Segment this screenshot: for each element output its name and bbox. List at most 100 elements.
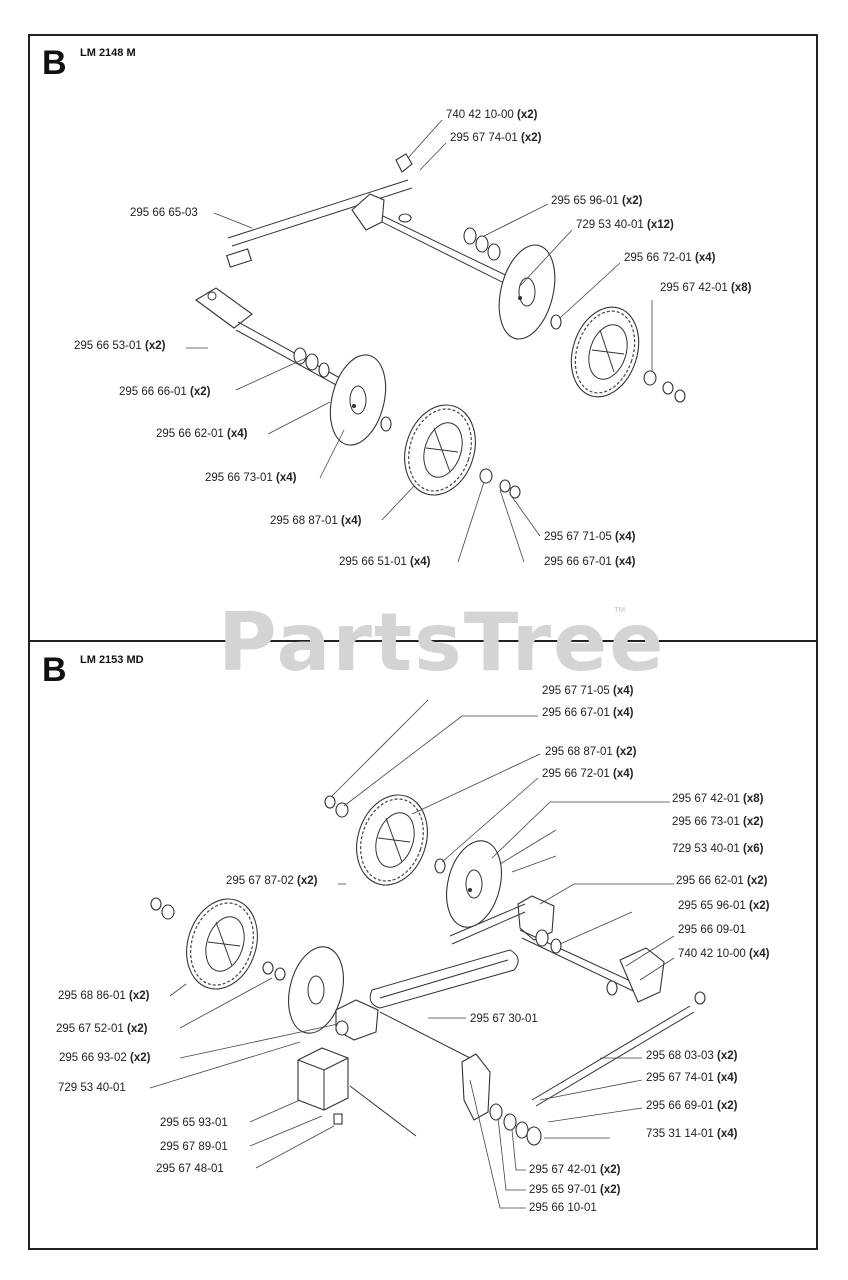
leader-line	[539, 1079, 643, 1101]
part-label: 295 66 72-01 (x4)	[624, 252, 716, 264]
lower-wheel-drawing	[186, 898, 258, 990]
leader-line	[249, 1099, 301, 1123]
drive-belt-drawing	[369, 949, 519, 1009]
rear-bushings-drawing	[463, 227, 501, 261]
front-axle-rod-drawing	[349, 1005, 695, 1137]
leader-line	[249, 1115, 323, 1147]
part-label: 295 66 51-01 (x4)	[339, 556, 431, 568]
leader-line	[509, 493, 541, 537]
upper-hubcap-drawing	[446, 840, 502, 928]
part-label: 295 68 87-01 (x2)	[545, 746, 637, 758]
diagram-frame	[28, 34, 818, 1250]
part-label: 295 68 87-01 (x4)	[270, 515, 362, 527]
leader-line	[179, 977, 273, 1029]
drive-axle-drawing	[449, 895, 706, 1005]
part-label: 295 67 74-01 (x2)	[450, 132, 542, 144]
section-2-model: LM 2153 MD	[80, 654, 144, 666]
part-label: 295 67 42-01 (x8)	[672, 793, 764, 805]
leader-line	[469, 1079, 526, 1209]
part-label: 295 66 69-01 (x2)	[646, 1100, 738, 1112]
leader-line	[331, 699, 429, 797]
leader-line	[419, 142, 447, 171]
leader-line	[343, 715, 538, 807]
part-label: 740 42 10-00 (x4)	[678, 948, 770, 960]
front-bracket-drawing	[461, 1053, 542, 1146]
upper-wheel-drawing	[356, 794, 428, 886]
part-label: 295 66 93-02 (x2)	[59, 1052, 151, 1064]
leader-line	[499, 829, 557, 865]
part-label: 295 67 89-01	[160, 1141, 228, 1153]
part-label: 740 42 10-00 (x2)	[446, 109, 538, 121]
leader-line	[625, 935, 675, 967]
leader-line	[441, 777, 539, 863]
part-label: 295 67 30-01	[470, 1013, 538, 1025]
upper-nut-drawing	[324, 795, 349, 818]
part-label: 729 53 40-01	[58, 1082, 126, 1094]
part-label: 295 65 93-01	[160, 1117, 228, 1129]
rear-washer-drawing	[550, 314, 562, 330]
part-label: 295 67 71-05 (x4)	[544, 531, 636, 543]
section-2-letter: B	[42, 651, 67, 689]
part-label: 729 53 40-01 (x6)	[672, 843, 764, 855]
leader-line	[559, 911, 633, 945]
leader-line	[483, 203, 549, 237]
gear-housing-drawing	[297, 999, 379, 1125]
leader-line	[511, 855, 557, 873]
part-label: 295 66 67-01 (x4)	[544, 556, 636, 568]
leader-line	[149, 1041, 301, 1089]
part-label: 295 66 62-01 (x4)	[156, 428, 248, 440]
part-label: 295 66 65-03	[130, 207, 198, 219]
lower-washers-drawing	[262, 961, 286, 981]
part-label: 295 66 73-01 (x4)	[205, 472, 297, 484]
leader-line	[255, 1125, 335, 1169]
lower-hubcap-drawing	[288, 946, 344, 1034]
part-label: 295 66 10-01	[529, 1202, 597, 1214]
part-label: 295 66 09-01	[678, 924, 746, 936]
leader-line	[539, 883, 674, 905]
leader-line	[559, 262, 621, 319]
part-label: 295 65 96-01 (x2)	[551, 195, 643, 207]
rear-wheel-drawing	[570, 306, 640, 398]
front-nut-drawing	[479, 468, 521, 499]
section-1-labels: 740 42 10-00 (x2) 295 67 74-01 (x2) 295 …	[74, 109, 752, 568]
part-label: 295 66 73-01 (x2)	[672, 816, 764, 828]
rear-nut-drawing	[643, 370, 686, 403]
leader-line	[499, 489, 525, 563]
leader-line	[407, 119, 443, 159]
leader-line	[235, 357, 307, 391]
part-label: 295 66 53-01 (x2)	[74, 340, 166, 352]
leader-line	[179, 1023, 339, 1059]
part-label: 295 67 42-01 (x8)	[660, 282, 752, 294]
part-label: 295 67 71-05 (x4)	[542, 685, 634, 697]
part-label: 295 66 66-01 (x2)	[119, 386, 211, 398]
section-1-model: LM 2148 M	[80, 47, 136, 59]
part-label: 295 67 42-01 (x2)	[529, 1164, 621, 1176]
front-axle-drawing	[195, 287, 341, 387]
part-label: 295 66 62-01 (x2)	[676, 875, 768, 887]
leader-line	[639, 957, 675, 981]
part-label: 295 68 03-03 (x2)	[646, 1050, 738, 1062]
leader-line	[497, 1117, 526, 1191]
part-label: 295 67 87-02 (x2)	[226, 875, 318, 887]
part-label: 295 65 97-01 (x2)	[529, 1184, 621, 1196]
front-washer-drawing	[380, 416, 392, 432]
part-label: 295 67 74-01 (x4)	[646, 1072, 738, 1084]
front-wheel-drawing	[404, 404, 476, 496]
part-label: 295 66 67-01 (x4)	[542, 707, 634, 719]
leader-line	[267, 401, 331, 435]
section-1-parts	[195, 153, 686, 499]
leader-line	[381, 485, 415, 521]
section-2-parts	[150, 794, 706, 1146]
part-label: 295 67 52-01 (x2)	[56, 1023, 148, 1035]
part-label: 295 65 96-01 (x2)	[678, 900, 770, 912]
leader-line	[491, 801, 670, 859]
leader-line	[169, 983, 187, 997]
section-2-labels: 295 67 71-05 (x4) 295 66 67-01 (x4) 295 …	[56, 685, 770, 1214]
part-label: 295 66 72-01 (x4)	[542, 768, 634, 780]
part-label: 729 53 40-01 (x12)	[576, 219, 674, 231]
front-hubcap-drawing	[329, 354, 387, 446]
part-label: 295 67 48-01	[156, 1163, 224, 1175]
rear-axle-drawing	[225, 153, 521, 291]
lower-nut-drawing	[150, 897, 175, 920]
